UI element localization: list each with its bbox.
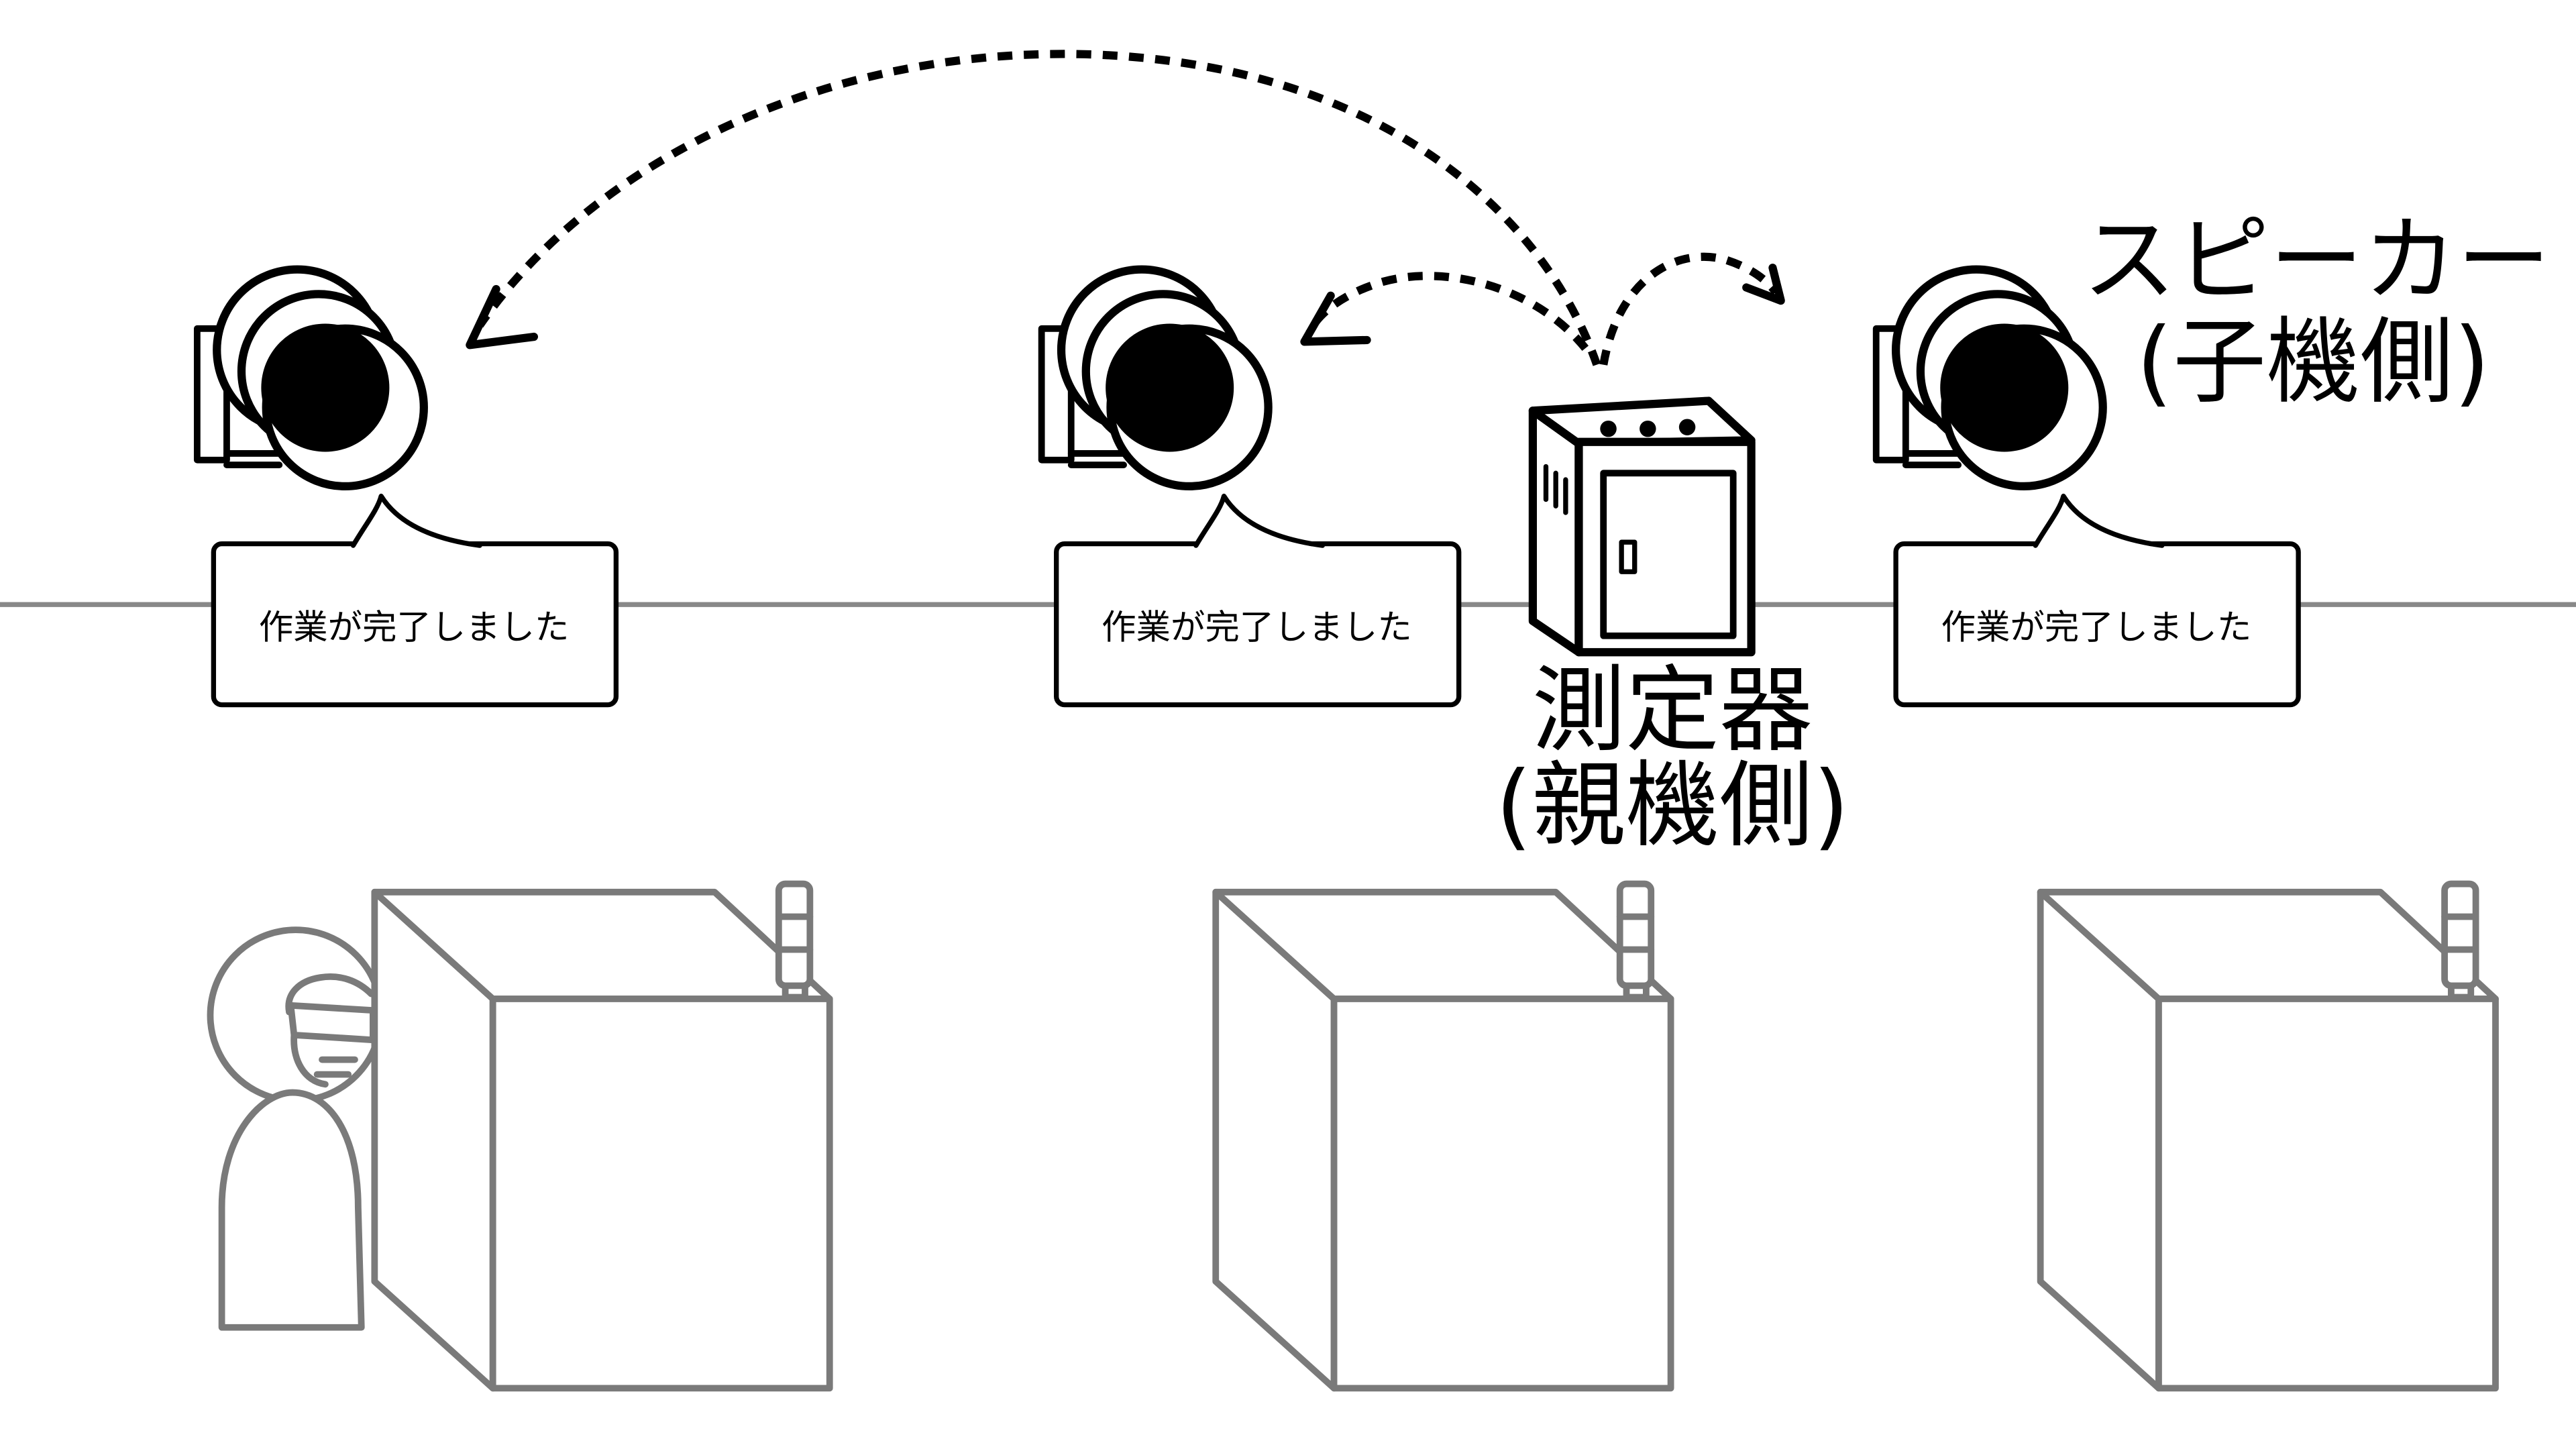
tower-body [1616, 880, 1655, 989]
bubble-tail-cover [2035, 496, 2162, 549]
device-vents [1543, 464, 1568, 515]
machine-1 [371, 880, 833, 1392]
signal-arrow-to-speaker-3 [1599, 252, 1780, 366]
signal-arrow-to-speaker-2 [1305, 272, 1589, 352]
speaker-mount-plate [1902, 450, 1962, 468]
tower-body [775, 880, 814, 989]
machine-cube-icon [371, 888, 833, 1392]
worker-face [290, 1031, 358, 1088]
bubble-tail [2033, 493, 2165, 548]
speaker-label: スピーカー (子機側) [2082, 205, 2551, 417]
device-knob [1678, 419, 1696, 435]
speaker-horn-icon [1872, 265, 2107, 491]
machine-2 [1212, 880, 1674, 1392]
speech-bubble-3: 作業が完了しました [1893, 493, 2301, 708]
machine-front-face [1330, 996, 1674, 1392]
bubble-text: 作業が完了しました [259, 608, 570, 648]
arrowhead-icon [1742, 264, 1785, 305]
machine-front-face [2155, 996, 2499, 1392]
device-label-line1: 測定器 [1532, 655, 1813, 765]
signal-arrow-to-speaker-1 [476, 50, 1601, 366]
machine-cube-icon [2037, 888, 2499, 1392]
device-label-line2: (親機側) [1495, 751, 1849, 860]
speaker-mount-plate [223, 450, 283, 468]
worker-body [218, 1089, 365, 1331]
tower-body [2441, 880, 2479, 989]
speaker-horn-icon [1038, 265, 1273, 491]
bubble-text: 作業が完了しました [1941, 608, 2252, 648]
worker-cap [285, 973, 375, 1016]
device-left-face [1528, 407, 1583, 657]
signal-tower-icon [1616, 880, 1655, 1001]
machine-front-face [489, 996, 833, 1392]
bubble-tail-cover [353, 496, 480, 549]
machine-3 [2037, 880, 2499, 1392]
goggles-icon [287, 1002, 376, 1044]
speaker-label-line2: (子機側) [2136, 307, 2490, 417]
speech-bubble-1: 作業が完了しました [211, 493, 619, 708]
arrowhead-icon [1300, 291, 1371, 346]
bubble-tail-cover [1195, 496, 1323, 549]
device-knob [1600, 420, 1617, 437]
speaker-cone [261, 323, 390, 452]
tower-segments [2441, 913, 2479, 953]
tower-segments [775, 913, 814, 953]
bubble-text: 作業が完了しました [1102, 608, 1412, 648]
device-knob [1640, 420, 1656, 437]
speech-bubble-2: 作業が完了しました [1054, 493, 1462, 708]
bubble-tail [1193, 493, 1326, 548]
bubble-tail [350, 493, 482, 548]
speaker-2 [1038, 265, 1273, 491]
speaker-label-line1: スピーカー [2082, 205, 2551, 315]
tower-segments [1616, 913, 1655, 953]
machine-cube-icon [1212, 888, 1674, 1392]
device-top-face [1528, 396, 1756, 448]
speaker-horn-icon [193, 265, 428, 491]
speaker-3 [1872, 265, 2107, 491]
signal-tower-icon [2441, 880, 2479, 1001]
measuring-device-icon [1528, 396, 1756, 657]
signal-arrows [466, 50, 1785, 366]
speaker-cone [1106, 323, 1234, 452]
speaker-mount-plate [1067, 450, 1127, 468]
speaker-1 [193, 265, 428, 491]
speaker-cone [1940, 323, 2069, 452]
signal-tower-icon [775, 880, 814, 1001]
device-door-handle [1619, 539, 1638, 574]
worker-icon [207, 926, 385, 1331]
device-label: 測定器 (親機側) [1495, 655, 1849, 860]
arrowhead-icon [466, 284, 539, 350]
